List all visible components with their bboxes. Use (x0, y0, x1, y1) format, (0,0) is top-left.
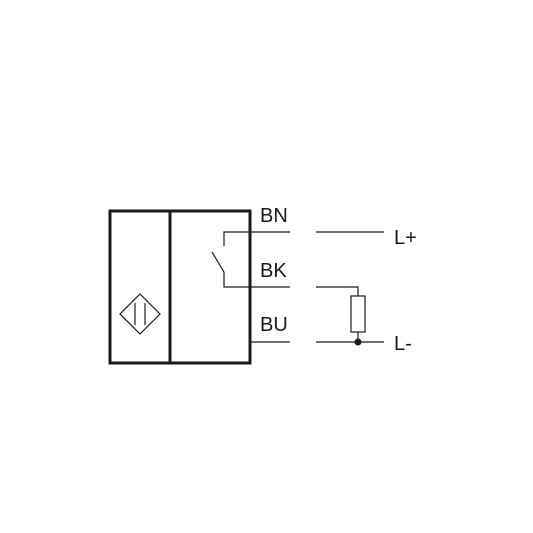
terminal-label-positive: L+ (394, 227, 417, 249)
wire-bk (250, 286, 359, 296)
load-resistor (350, 295, 366, 333)
wire-label-bn: BN (260, 205, 288, 227)
wire-label-bk: BK (260, 260, 287, 282)
load-resistor-icon (350, 295, 366, 346)
inductive-sensor-icon (119, 293, 161, 335)
terminal-label-negative: L- (394, 333, 412, 355)
sensor-diamond (119, 293, 161, 335)
switch-contact (211, 231, 250, 288)
switch-upper-lead (223, 231, 250, 246)
wire-label-bu: BU (260, 314, 288, 336)
wire-bk-line (316, 286, 359, 296)
switch-lower-lead (223, 272, 250, 288)
switch-blade (211, 251, 225, 273)
